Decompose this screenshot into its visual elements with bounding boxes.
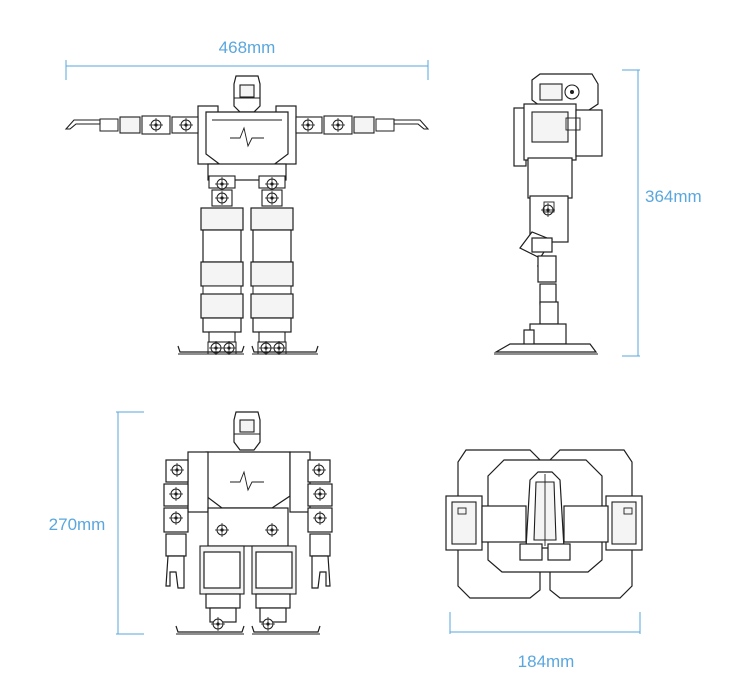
robot-top-view [445, 449, 643, 599]
dim-width-front [65, 60, 429, 80]
robot-front-view [66, 75, 428, 355]
height-crouch-label: 270mm [49, 515, 106, 534]
dim-height-side [622, 69, 640, 357]
dim-height-crouch [116, 411, 144, 635]
height-side-label: 364mm [645, 187, 702, 206]
dim-depth-top [449, 612, 641, 634]
robot-side-view [493, 73, 603, 355]
robot-crouch-view [163, 411, 333, 635]
depth-top-label: 184mm [518, 652, 575, 671]
width-front-label: 468mm [219, 38, 276, 57]
